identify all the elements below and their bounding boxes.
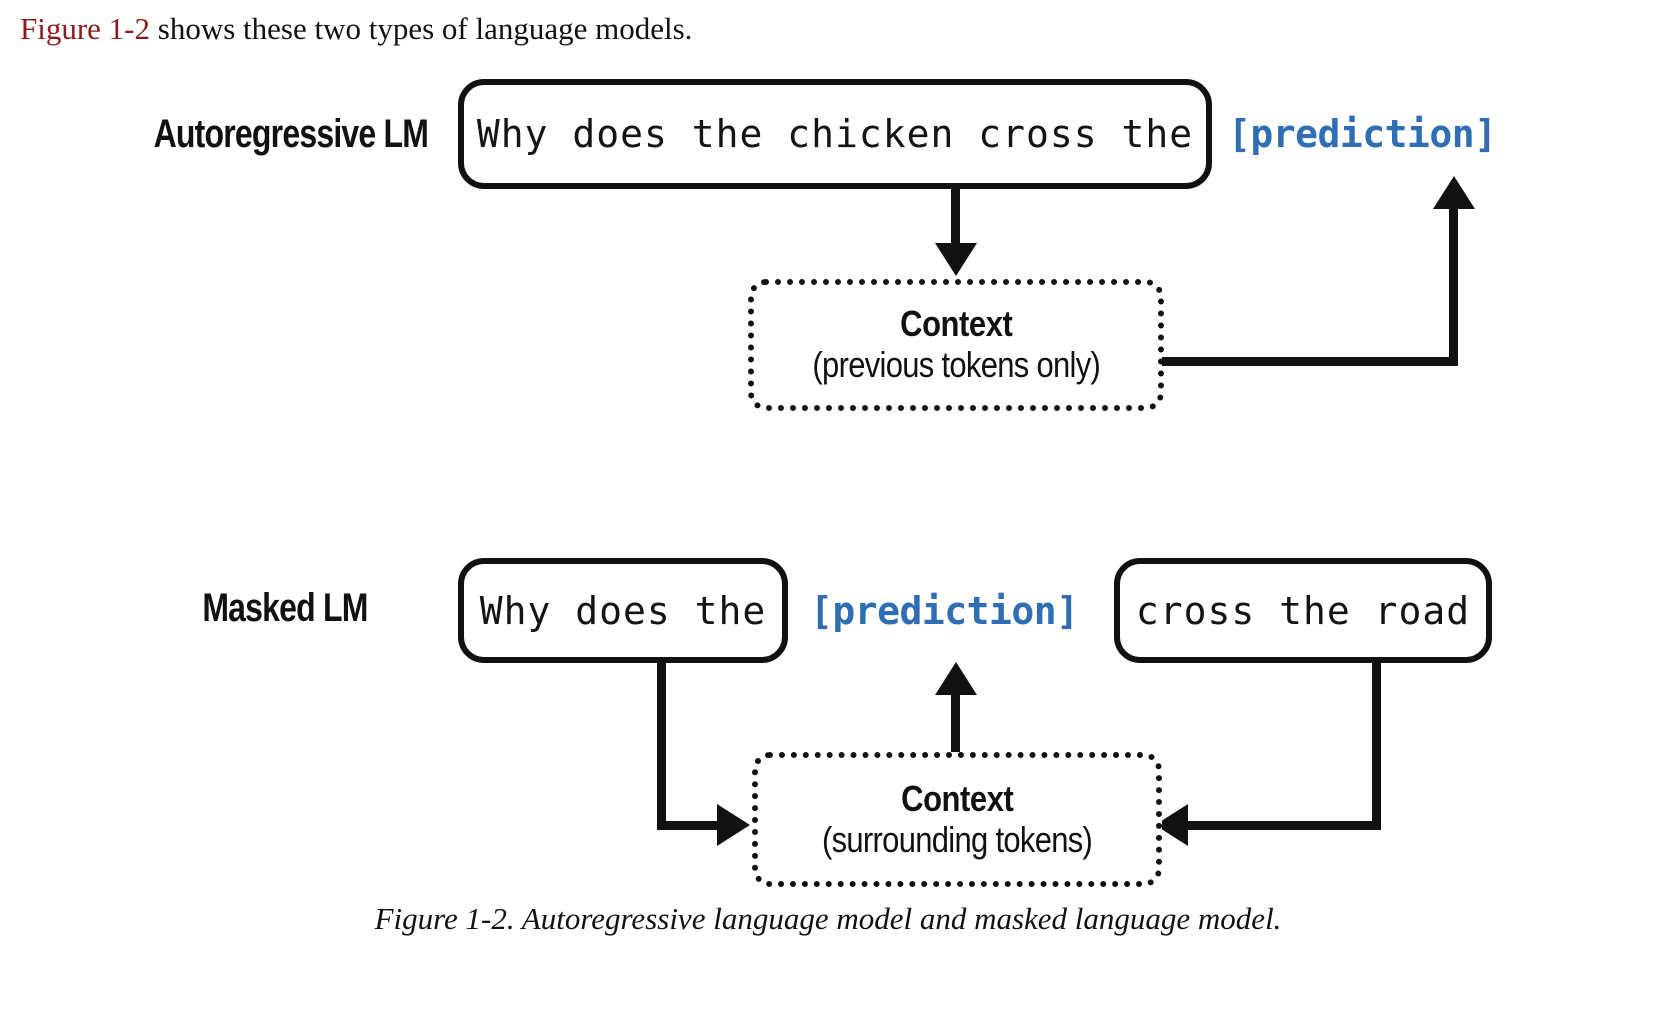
- masked-left-to-context-line-horizontal: [657, 821, 739, 830]
- autoregressive-context-box: Context (previous tokens only): [748, 279, 1164, 411]
- intro-sentence: Figure 1-2 shows these two types of lang…: [20, 10, 692, 48]
- row-label-autoregressive-lm: Autoregressive LM: [153, 112, 429, 156]
- figure-reference: Figure 1-2: [20, 11, 151, 46]
- masked-left-to-context-line-vertical: [657, 663, 666, 830]
- context-subtitle: (surrounding tokens): [821, 818, 1093, 860]
- arrow-down-icon: [935, 243, 977, 276]
- context-title: Context: [899, 303, 1013, 344]
- masked-right-to-context-line-vertical: [1372, 663, 1381, 830]
- autoregressive-input-text: Why does the chicken cross the: [476, 112, 1194, 156]
- masked-right-input-text: cross the road: [1135, 588, 1471, 633]
- arrow-up-icon: [1433, 176, 1475, 209]
- context-to-prediction-line-vertical: [1449, 205, 1458, 363]
- arrow-right-icon: [717, 804, 750, 846]
- autoregressive-to-context-line: [951, 189, 960, 246]
- masked-right-input-box: cross the road: [1114, 558, 1492, 663]
- masked-left-input-box: Why does the: [458, 558, 788, 663]
- intro-rest: shows these two types of language models…: [150, 11, 693, 46]
- masked-left-input-text: Why does the: [479, 588, 767, 633]
- masked-context-box: Context (surrounding tokens): [752, 752, 1162, 887]
- masked-context-to-prediction-line: [951, 690, 960, 756]
- autoregressive-prediction-token: [prediction]: [1228, 112, 1497, 156]
- context-title: Context: [900, 777, 1014, 819]
- arrow-up-icon: [935, 662, 977, 695]
- masked-prediction-token: [prediction]: [810, 589, 1079, 633]
- context-subtitle: (previous tokens only): [812, 344, 1100, 385]
- context-to-prediction-line-horizontal: [1162, 357, 1458, 366]
- figure-caption: Figure 1-2. Autoregressive language mode…: [374, 901, 1282, 936]
- masked-right-to-context-line-horizontal: [1185, 821, 1377, 830]
- autoregressive-input-box: Why does the chicken cross the: [458, 79, 1212, 189]
- row-label-masked-lm: Masked LM: [202, 586, 369, 630]
